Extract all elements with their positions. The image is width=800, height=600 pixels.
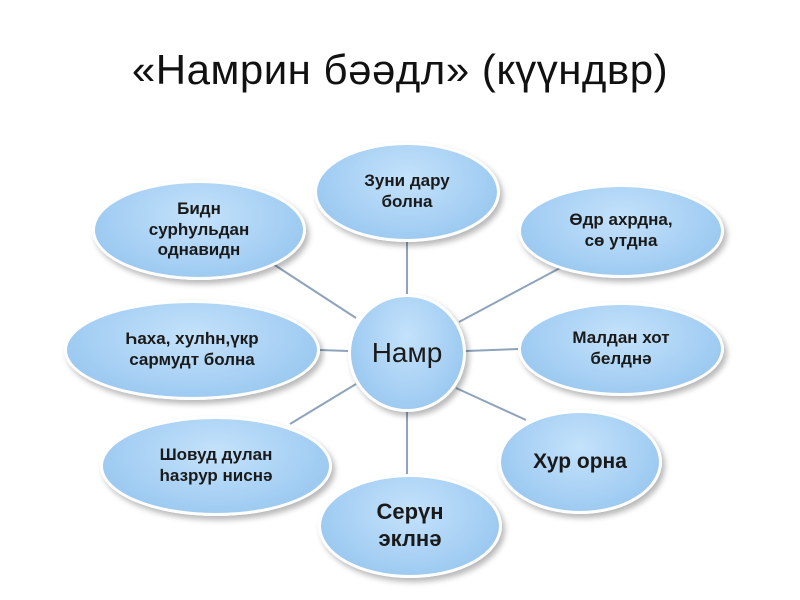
node-4-label: Хур орна [533, 450, 627, 474]
node-1-label: Зуни дару болна [364, 171, 450, 211]
node-6: Шовуд дулан һазрур ниснә [100, 416, 332, 516]
node-3: Малдан хот белднә [518, 302, 724, 396]
node-4: Хур орна [498, 410, 662, 514]
node-7-label: Һаха, хулһн,үкр сармудт болна [125, 329, 259, 369]
link-to-node-6 [289, 383, 357, 425]
node-8: Бидн сурһульдан однавидн [92, 180, 306, 280]
link-to-node-3 [465, 348, 519, 352]
node-7: Һаха, хулһн,үкр сармудт болна [64, 300, 320, 400]
link-to-node-2 [458, 267, 561, 323]
link-to-node-4 [455, 387, 527, 421]
node-6-label: Шовуд дулан һазрур ниснә [159, 445, 273, 485]
node-2: Өдр ахрдна, сө утдна [518, 184, 724, 278]
node-3-label: Малдан хот белднә [572, 328, 670, 368]
node-2-label: Өдр ахрдна, сө утдна [569, 210, 673, 250]
center-node: Намр [348, 294, 466, 412]
center-node-label: Намр [371, 336, 443, 368]
node-5: Серүн эклнә [318, 474, 502, 578]
page-title: «Намрин бәәдл» (күүндвр) [131, 46, 669, 93]
link-to-node-8 [269, 261, 357, 319]
node-5-label: Серүн эклнә [376, 499, 444, 551]
node-1: Зуни дару болна [314, 142, 500, 242]
node-8-label: Бидн сурһульдан однавидн [148, 198, 250, 260]
link-to-node-7 [319, 349, 349, 352]
